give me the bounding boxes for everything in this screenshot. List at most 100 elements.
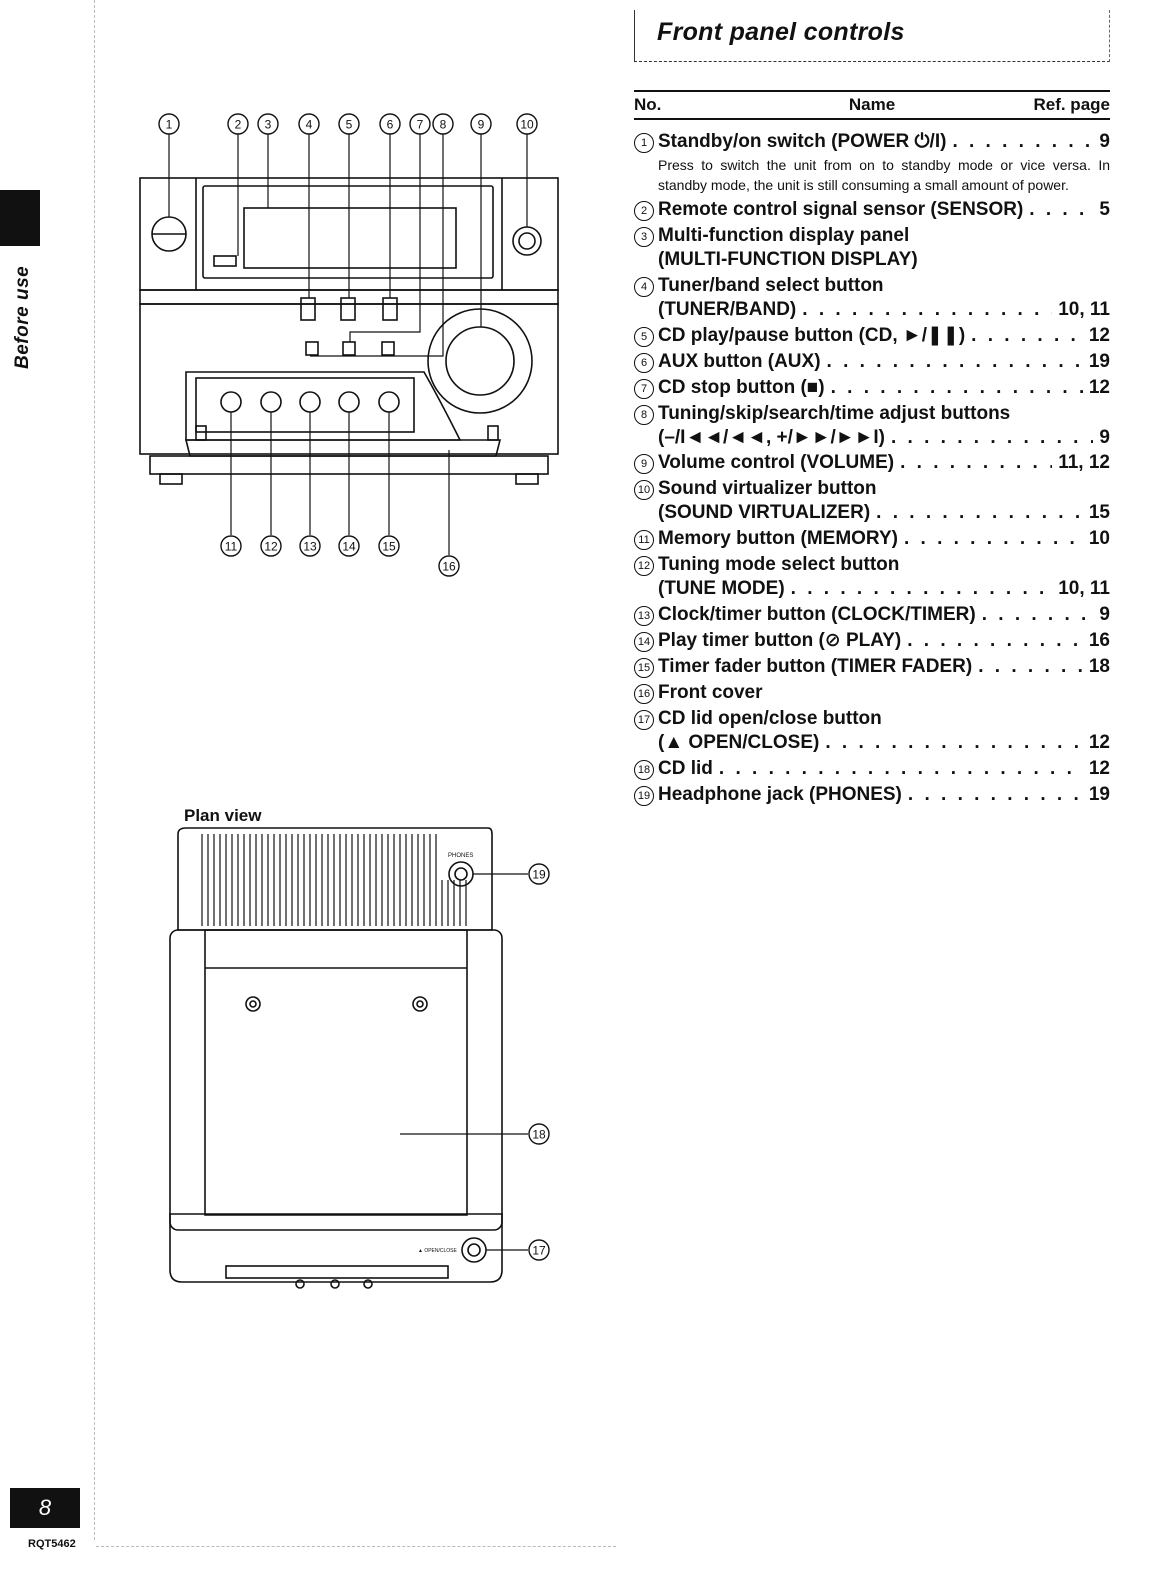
item-number: 11 <box>634 530 654 551</box>
callout-badge: 14 <box>338 535 360 557</box>
item-ref-page: 9 <box>1099 426 1110 448</box>
item-name: CD lid <box>658 757 713 779</box>
item-number: 12 <box>634 556 654 577</box>
item-number-badge: 4 <box>634 274 658 298</box>
item-name: Tuning mode select button <box>658 554 900 576</box>
sensor-window-shape <box>213 255 237 267</box>
plan-view-diagram <box>169 827 503 1289</box>
item-name: Front cover <box>658 681 763 703</box>
callout-circle <box>432 113 454 135</box>
volume-knob-shape <box>445 326 515 396</box>
document-code: RQT5462 <box>28 1538 76 1550</box>
callout-badge: 15 <box>378 535 400 557</box>
item-number: 17 <box>634 709 654 730</box>
item-name: (SOUND VIRTUALIZER) <box>658 502 871 524</box>
callout-badge: 16 <box>438 555 460 577</box>
callout-number: 12 <box>264 540 278 554</box>
leader-dots: . . . . . . . . . . . . . . . . . . . . … <box>900 452 1052 474</box>
item-name: (TUNE MODE) <box>658 578 785 600</box>
item-number-badge: 8 <box>634 402 658 426</box>
leader-dots: . . . . . . . . . . . . . . . . . . . . … <box>907 629 1083 651</box>
item-ref-page: 12 <box>1088 324 1110 346</box>
item-name: CD lid open/close button <box>658 707 882 729</box>
callout-badge: 9 <box>470 113 492 135</box>
display-panel-shape <box>243 207 457 269</box>
leader-dots: . . . . . . . . . . . . . . . . . . . . … <box>891 426 1093 448</box>
control-item-line: (TUNER/BAND). . . . . . . . . . . . . . … <box>634 298 1110 322</box>
leader-dots: . . . . . . . . . . . . . . . . . . . . … <box>718 757 1083 779</box>
leader-dots: . . . . . . . . . . . . . . . . . . . . … <box>978 655 1083 677</box>
item-name: Tuner/band select button <box>658 274 884 296</box>
callout-badge: 11 <box>220 535 242 557</box>
item-ref-page: 10 <box>1088 528 1110 550</box>
header-ref: Ref. page <box>1033 95 1110 114</box>
item-number: 5 <box>634 326 654 347</box>
item-description: Press to switch the unit from on to stan… <box>658 157 1110 193</box>
item-number: 14 <box>634 631 654 652</box>
control-item-line: (▲ OPEN/CLOSE). . . . . . . . . . . . . … <box>634 731 1110 755</box>
callout-number: 1 <box>166 118 173 132</box>
open-close-button-shape <box>461 1237 487 1263</box>
callout-number: 16 <box>442 560 456 574</box>
callout-circle <box>528 1123 550 1145</box>
leader-dots: . . . . . . . . . . . . . . . . . . . . … <box>876 502 1083 524</box>
item-number: 1 <box>634 133 654 153</box>
callout-badge: 3 <box>257 113 279 135</box>
plan-grille-slots <box>201 834 467 926</box>
callout-badge: 19 <box>528 863 550 885</box>
callout-circle <box>470 113 492 135</box>
callout-circle <box>260 535 282 557</box>
item-number-badge: 18 <box>634 757 658 781</box>
callout-circle <box>409 113 431 135</box>
item-name: Tuning/skip/search/time adjust buttons <box>658 402 1011 424</box>
callout-number: 6 <box>387 118 394 132</box>
item-ref-page: 12 <box>1088 731 1110 753</box>
item-number-badge: 1 <box>634 130 658 154</box>
footer-guide-line <box>96 1546 616 1547</box>
item-name: Timer fader button (TIMER FADER) <box>658 655 973 677</box>
item-number-badge: 19 <box>634 783 658 807</box>
item-number-badge: 16 <box>634 681 658 705</box>
cd-lid-shape <box>204 929 468 1216</box>
callout-badge: 5 <box>338 113 360 135</box>
volume-ring-shape <box>427 308 533 414</box>
section-header: Front panel controls <box>634 10 1110 62</box>
item-number: 13 <box>634 605 654 626</box>
page-number: 8 <box>10 1488 80 1528</box>
callout-badge: 6 <box>379 113 401 135</box>
callout-number: 5 <box>346 118 353 132</box>
callout-number: 9 <box>478 118 485 132</box>
callout-number: 15 <box>382 540 396 554</box>
item-number: 10 <box>634 480 654 501</box>
section-title: Front panel controls <box>657 18 905 46</box>
cut-guide-line <box>94 0 95 1540</box>
callout-circle <box>158 113 180 135</box>
callout-circle <box>338 535 360 557</box>
callout-badge: 1 <box>158 113 180 135</box>
callout-badge: 10 <box>516 113 538 135</box>
plan-leader-lines <box>400 873 528 1251</box>
item-number: 4 <box>634 276 654 297</box>
item-number-badge: 14 <box>634 629 658 653</box>
display-surround <box>202 185 494 279</box>
leader-dots: . . . . . . . . . . . . . . . . . . . . … <box>790 578 1053 600</box>
button-tray-shape <box>185 371 462 441</box>
item-name: Play timer button (⊘ PLAY) <box>658 629 902 651</box>
item-name: (MULTI-FUNCTION DISPLAY) <box>658 249 918 270</box>
